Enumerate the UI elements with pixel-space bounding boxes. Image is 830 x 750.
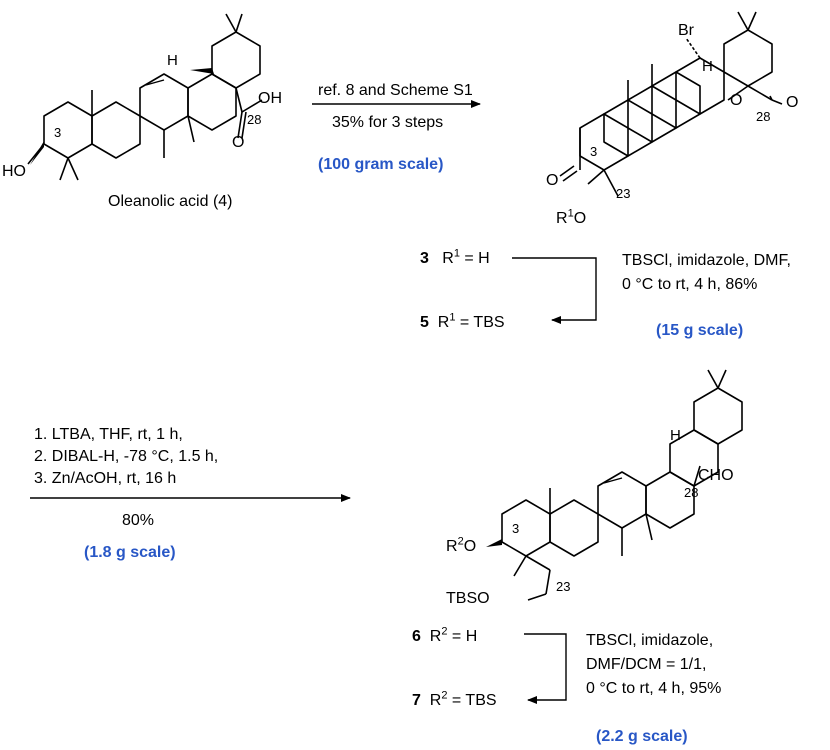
step3-yield: 80% (122, 512, 155, 529)
c3-br-label: Br (678, 22, 694, 39)
c4-c28-label: 28 (247, 112, 262, 127)
compound-6-wedges (486, 539, 502, 547)
compound-5-row: 5 R1 = TBS (420, 311, 505, 331)
c4-ho-label: HO (2, 163, 26, 180)
c3-h-label: H (702, 58, 713, 75)
step1-line2: 35% for 3 steps (332, 114, 444, 131)
oleanolic-acid-wedges (30, 68, 214, 165)
c3-c28-label: 28 (756, 109, 771, 124)
step3-line1: 1. LTBA, THF, rt, 1 h, (34, 426, 183, 443)
step1-line1: ref. 8 and Scheme S1 (318, 82, 473, 99)
c6-c23-label: 23 (556, 579, 571, 594)
c6-cho-label: CHO (698, 467, 734, 484)
c3-lactone-o-label: O (730, 92, 743, 109)
compound-6-row: 6 R2 = H (412, 625, 478, 645)
c4-o-label: O (232, 134, 245, 151)
bromolactone-structure (559, 11, 783, 197)
c3-carbonyl-o-label: O (786, 94, 799, 111)
c4-c3-label: 3 (54, 125, 62, 140)
compound-7-row: 7 R2 = TBS (412, 689, 497, 709)
c6-r2o-label: R2O (446, 535, 477, 555)
c6-h-label: H (670, 427, 681, 444)
bracket-arrow-step-4 (524, 633, 567, 704)
c3-c23-label: 23 (616, 186, 631, 201)
step3-scale: (1.8 g scale) (84, 544, 176, 561)
c3-r1o-label: R1O (556, 207, 587, 227)
c6-c28-label: 28 (684, 485, 699, 500)
step4-line1: TBSCl, imidazole, (586, 632, 714, 649)
c4-oh-label: OH (258, 90, 282, 107)
step3-line2: 2. DIBAL-H, -78 °C, 1.5 h, (34, 448, 219, 465)
step3-line3: 3. Zn/AcOH, rt, 16 h (34, 470, 177, 487)
c3-c3-label: 3 (590, 144, 598, 159)
c6-tbso-label: TBSO (446, 590, 490, 607)
step2-line1: TBSCl, imidazole, DMF, (622, 252, 791, 269)
oleanolic-acid-structure (27, 13, 263, 181)
step4-line3: 0 °C to rt, 4 h, 95% (586, 680, 722, 697)
step2-scale: (15 g scale) (656, 322, 744, 339)
oleanolic-acid-name: Oleanolic acid (4) (108, 193, 233, 210)
step4-line2: DMF/DCM = 1/1, (586, 656, 707, 673)
step1-scale: (100 gram scale) (318, 156, 444, 173)
step2-line2: 0 °C to rt, 4 h, 86% (622, 276, 758, 293)
c4-h-label: H (167, 52, 178, 69)
c6-c3-label: 3 (512, 521, 520, 536)
compound-3-row: 3 R1 = H (420, 247, 490, 267)
compound-6-structure (501, 369, 743, 601)
step4-scale: (2.2 g scale) (596, 728, 688, 745)
c3-ketone-o-label: O (546, 172, 559, 189)
bracket-arrow-step-2 (512, 257, 597, 324)
